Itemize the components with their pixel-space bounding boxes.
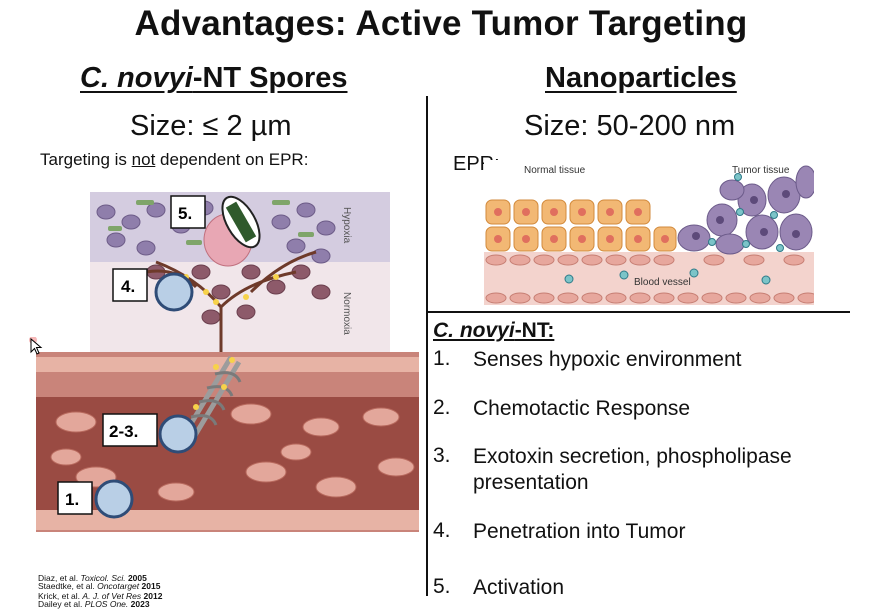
steps-heading-rest: -NT: xyxy=(514,319,555,342)
slide-title: Advantages: Active Tumor Targeting xyxy=(134,4,748,43)
label-2-3: 2-3. xyxy=(109,422,138,441)
normoxia-label: Normoxia xyxy=(341,292,352,335)
targeting-note: Targeting is not dependent on EPR: xyxy=(40,150,308,170)
spore-targeting-illustration: Hypoxia Normoxia 5. 4. 2-3. 1. xyxy=(36,192,419,532)
step-text: Senses hypoxic environment xyxy=(473,348,742,371)
label-4: 4. xyxy=(121,277,135,296)
mouse-cursor-icon xyxy=(29,337,43,355)
vertical-divider xyxy=(426,96,428,596)
left-heading-italic: C. novyi xyxy=(80,62,193,94)
step-number: 2. xyxy=(433,396,451,419)
step-text: Exotoxin secretion, phospholipase presen… xyxy=(473,445,792,494)
left-heading: C. novyi-NT Spores xyxy=(80,62,348,95)
targeting-pre: Targeting is xyxy=(40,150,132,169)
targeting-post: dependent on EPR: xyxy=(155,150,309,169)
epr-normal-tissue-label: Normal tissue xyxy=(524,165,586,176)
step-number: 1. xyxy=(433,347,451,370)
nanoparticle-size: Size: 50-200 nm xyxy=(524,110,736,142)
step-number: 4. xyxy=(433,519,451,542)
label-1: 1. xyxy=(65,490,79,509)
step-text: Penetration into Tumor xyxy=(473,520,686,543)
right-heading: Nanoparticles xyxy=(545,62,737,94)
steps-heading: C. novyi-NT: xyxy=(433,319,554,343)
citation: Staedtke, et al. Oncotarget 2015 xyxy=(38,581,161,591)
targeting-not: not xyxy=(131,150,156,169)
spore-size: Size: ≤ 2 µm xyxy=(130,110,292,142)
epr-tumor-tissue-label: Tumor tissue xyxy=(732,165,790,176)
horizontal-divider xyxy=(428,311,850,313)
citation: Diaz, et al. Toxicol. Sci. 2005 xyxy=(38,573,147,583)
citation: Krick, et al. A. J. of Vet Res 2012 xyxy=(38,591,163,601)
epr-figure: Normal tissue Tumor tissue Blood vessel xyxy=(484,160,814,305)
step-number: 3. xyxy=(433,444,451,467)
step-text: Activation xyxy=(473,576,565,599)
steps-heading-italic: C. novyi xyxy=(433,319,515,342)
epr-blood-vessel-label: Blood vessel xyxy=(634,277,691,288)
citation: Dailey et al. PLOS One. 2023 xyxy=(38,599,150,609)
hypoxia-label: Hypoxia xyxy=(341,207,352,244)
step-text: Chemotactic Response xyxy=(473,397,691,420)
step-number: 5. xyxy=(433,575,451,598)
left-heading-rest: -NT Spores xyxy=(192,62,348,94)
label-5: 5. xyxy=(178,204,192,223)
